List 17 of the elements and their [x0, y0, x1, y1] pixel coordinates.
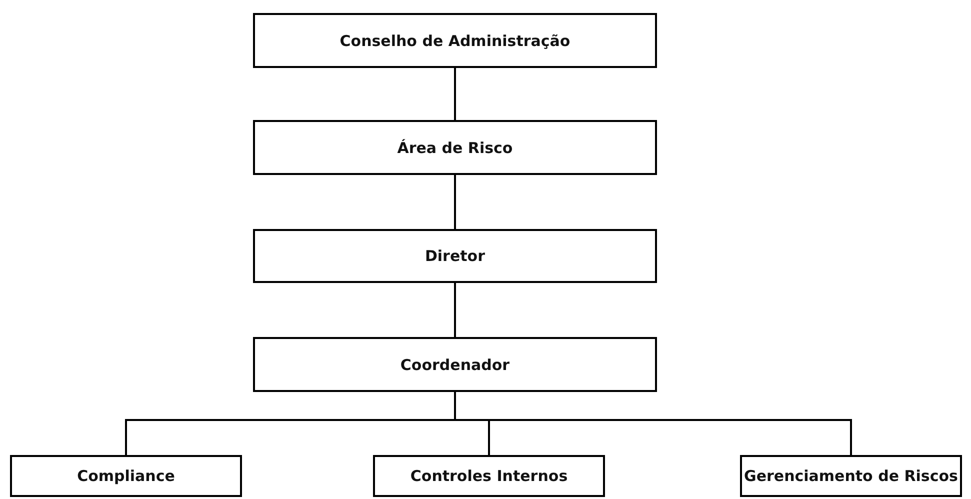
box-label: Compliance: [77, 467, 175, 485]
org-box: [253, 229, 657, 283]
org-box: [253, 120, 657, 175]
org-box: [740, 455, 962, 497]
box-label: Diretor: [424, 247, 486, 265]
org-box: [253, 13, 657, 68]
box-label: Controles Internos: [410, 467, 568, 485]
org-box: [253, 337, 657, 392]
box-label: Gerenciamento de Riscos: [744, 467, 958, 485]
box-label: Área de Risco: [397, 138, 513, 156]
box-label: Coordenador: [400, 356, 510, 374]
org-box: [373, 455, 605, 497]
connector-line: [454, 175, 456, 229]
connector-line: [454, 283, 456, 337]
connector-line: [454, 68, 456, 120]
org-box: [10, 455, 242, 497]
box-label: Conselho de Administração: [340, 32, 570, 50]
